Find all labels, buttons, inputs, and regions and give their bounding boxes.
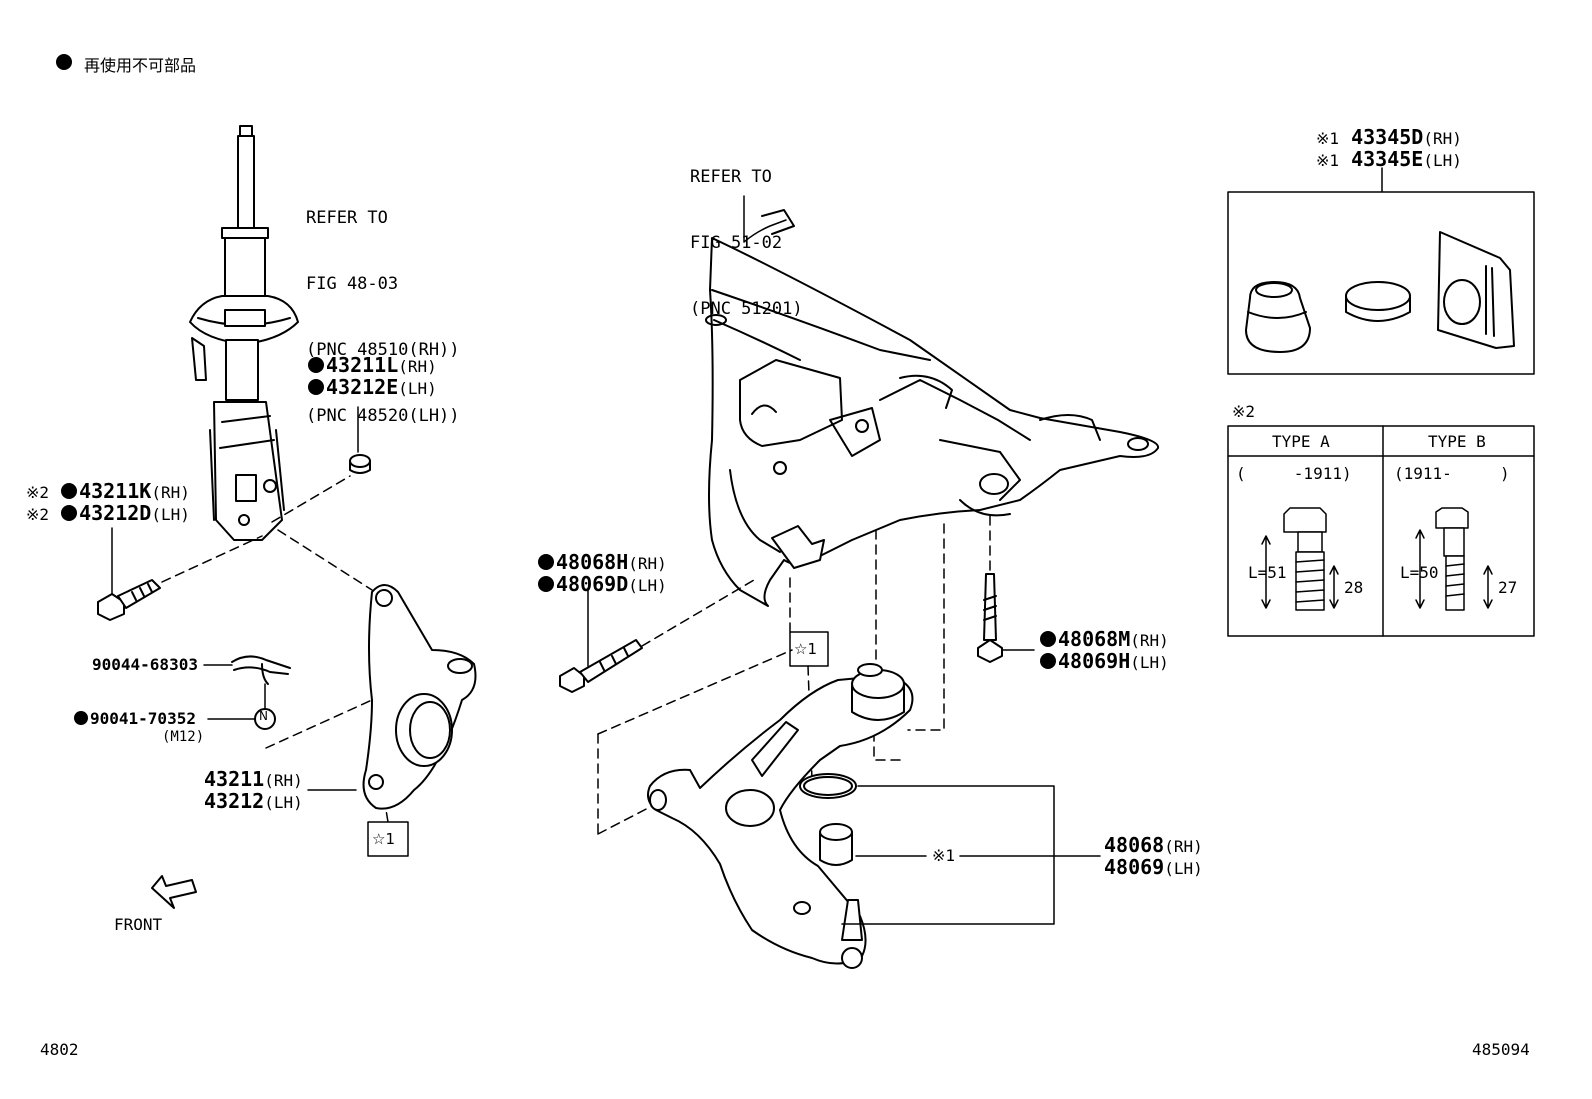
part-label-43211K: ※2 43211K(RH) — [26, 479, 190, 503]
strut-ref-line: REFER TO — [306, 208, 388, 228]
type-b-length: L=50 — [1400, 563, 1439, 582]
type-table-note: ※2 — [1232, 402, 1256, 421]
part-label-43211L: 43211L(RH) — [308, 353, 437, 377]
strut-illustration — [189, 125, 299, 541]
crossmember-ref-line: (PNC 51201) — [690, 299, 803, 319]
part-label-43345D: ※1 43345D(RH) — [1316, 125, 1462, 149]
footer-right-code: 485094 — [1472, 1040, 1530, 1059]
crossmember-ref-line: FIG 51-02 — [690, 233, 783, 253]
type-table — [1227, 425, 1535, 637]
type-a-bolt — [1261, 507, 1339, 611]
legend-text: 再使用不可部品 — [84, 56, 197, 75]
part-label-90041-70352: 90041-70352 — [74, 709, 196, 728]
part-label-48068M: 48068M(RH) — [1040, 627, 1169, 651]
type-b-thread: 27 — [1498, 578, 1518, 597]
lower-arm-illustration — [647, 663, 914, 969]
part-label-48068H: 48068H(RH) — [538, 550, 667, 574]
strut-bolt-illustration — [97, 579, 161, 621]
part-label-43211: 43211(RH) — [204, 767, 303, 791]
part-label-90044-68303: 90044-68303 — [92, 655, 198, 674]
legend-bullet-icon — [56, 54, 72, 70]
strut-ref-line: (PNC 48520(LH)) — [306, 406, 460, 426]
knuckle-illustration — [362, 584, 477, 810]
strut-ref: REFER TO FIG 48-03 (PNC 48510(RH)) (PNC … — [306, 163, 460, 449]
part-label-48069H: 48069H(LH) — [1040, 649, 1169, 673]
crossmember-ref: REFER TO FIG 51-02 (PNC 51201) — [690, 122, 803, 342]
crossmember-ref-line: REFER TO — [690, 167, 772, 187]
boot-kit-box — [1227, 167, 1535, 375]
hub-nut-symbol-icon: N — [259, 709, 268, 723]
part-label-48069D: 48069D(LH) — [538, 572, 667, 596]
type-a-range: ( -1911) — [1236, 464, 1352, 483]
front-label: FRONT — [114, 915, 163, 934]
type-a-thread: 28 — [1344, 578, 1364, 597]
cotter-pin-illustration — [231, 655, 291, 685]
front-arrow-icon — [151, 875, 197, 909]
part-label-43212: 43212(LH) — [204, 789, 303, 813]
part-label-43212D: ※2 43212D(LH) — [26, 501, 190, 525]
nut-illustration — [349, 454, 371, 474]
crossmember-illustration — [705, 195, 1160, 607]
strut-ref-line: FIG 48-03 — [306, 274, 399, 294]
type-b-title: TYPE B — [1428, 432, 1486, 451]
strut-ref-line: (PNC 48510(RH)) — [306, 340, 460, 360]
arm-note-mark: ※1 — [932, 846, 956, 865]
star-tag-arm: ☆1 — [794, 640, 817, 658]
snap-ring-illustration — [799, 773, 857, 799]
part-label-48068: 48068(RH) — [1104, 833, 1203, 857]
part-label-43345E: ※1 43345E(LH) — [1316, 147, 1462, 171]
star-tag-knuckle: ☆1 — [372, 830, 395, 848]
type-b-range: (1911- ) — [1394, 464, 1510, 483]
bushing-illustration — [819, 823, 853, 866]
type-b-bolt — [1415, 507, 1493, 611]
footer-left-code: 4802 — [40, 1040, 79, 1059]
hub-nut-size: (M12) — [162, 729, 205, 745]
part-label-43212E: 43212E(LH) — [308, 375, 437, 399]
part-label-48069: 48069(LH) — [1104, 855, 1203, 879]
type-a-title: TYPE A — [1272, 432, 1330, 451]
rear-bolt-illustration — [977, 573, 1003, 663]
type-a-length: L=51 — [1248, 563, 1287, 582]
crossmember-bolt-illustration — [559, 639, 643, 693]
